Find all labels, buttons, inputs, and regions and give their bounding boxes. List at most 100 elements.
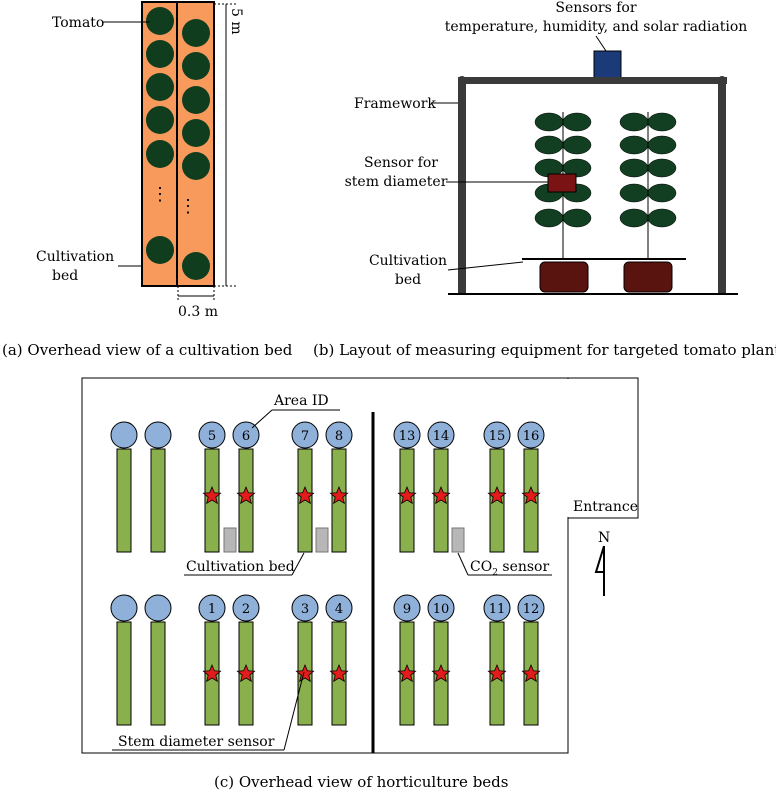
pot-left	[539, 261, 589, 293]
area-id-number: 6	[242, 429, 250, 444]
leaf-icon	[647, 158, 677, 178]
cultivation-bed	[433, 448, 449, 553]
bed-leader-b	[447, 261, 524, 271]
env-sensor-leader	[595, 35, 607, 52]
cultivation-bed	[489, 448, 505, 553]
tomato-icon	[146, 73, 174, 101]
leaf-icon	[647, 208, 677, 228]
cultivation-bed	[150, 621, 166, 726]
bed-label-a-1: Cultivation	[36, 249, 114, 265]
stem-sensor-star-icon	[487, 485, 507, 505]
area-id-marker	[325, 421, 353, 449]
bed-label-a-2: bed	[52, 268, 78, 284]
stem-sensor-star-icon	[236, 663, 256, 683]
ellipsis-left: ⋮	[151, 184, 169, 205]
area-id-marker	[198, 594, 226, 622]
leaf-icon	[534, 208, 564, 228]
tomato-group	[146, 7, 210, 280]
tomato-icon	[182, 152, 210, 180]
leaf-icon	[619, 112, 649, 132]
area-id-number: 9	[403, 602, 411, 617]
stem-sensor-star-icon	[236, 485, 256, 505]
env-sensors-label-2: temperature, humidity, and solar radiati…	[445, 19, 748, 35]
framework-top-beam	[458, 77, 727, 84]
framework-left-post	[458, 77, 466, 294]
cultivation-bed-leader	[291, 552, 305, 576]
area-id-marker	[110, 421, 138, 449]
area-id-marker	[427, 421, 455, 449]
leaf-icon	[562, 112, 592, 132]
cultivation-bed	[399, 448, 415, 553]
co2-sensor-3	[451, 527, 465, 553]
area-id-marker	[483, 594, 511, 622]
area-id-number: 4	[335, 602, 343, 617]
tomato-icon	[146, 7, 174, 35]
framework-right-post	[718, 77, 726, 294]
bed-label-b-2: bed	[395, 272, 421, 288]
area-id-number: 2	[242, 602, 250, 617]
leaf-icon	[647, 112, 677, 132]
stem-sensor-label-2: stem diameter	[345, 174, 448, 190]
area-id-marker	[393, 421, 421, 449]
stem-sensor-star-icon	[202, 663, 222, 683]
area-id-number: 14	[433, 429, 450, 444]
tomato-icon	[182, 119, 210, 147]
stem-sensor-star-icon	[295, 485, 315, 505]
area-id-number: 1	[208, 602, 216, 617]
leaf-icon	[562, 208, 592, 228]
leaf-icon	[562, 158, 592, 178]
area-id-marker	[517, 421, 545, 449]
bed-label-b-1: Cultivation	[369, 253, 447, 269]
tomato-label: Tomato	[52, 15, 104, 31]
entrance-label: Entrance	[573, 499, 638, 515]
tomato-icon	[182, 86, 210, 114]
stem-sensor-star-icon	[431, 485, 451, 505]
area-id-number: 7	[301, 429, 309, 444]
stem-sensor-star-icon	[521, 663, 541, 683]
pot-right	[623, 261, 673, 293]
length-label: 5 m	[228, 8, 244, 35]
co2-sensor-1	[223, 527, 237, 553]
cultivation-bed	[150, 448, 166, 553]
stem-diameter-sensor-box	[547, 173, 577, 193]
stem-sensor-star-icon	[202, 485, 222, 505]
framework-joint-left	[458, 76, 466, 84]
ellipsis-right: ⋮	[179, 196, 197, 217]
area-id-marker	[393, 594, 421, 622]
co2-sensor-leader	[457, 552, 469, 576]
area-id-marker	[144, 421, 172, 449]
panel-a-overhead-bed: ⋮ ⋮ Tomato Cultivation bed 5 m 0.3 m (a)…	[2, 1, 293, 359]
area-id-number: 8	[335, 429, 343, 444]
stem-sensor-star-icon	[329, 485, 349, 505]
env-sensors-label-1: Sensors for	[555, 0, 636, 16]
area-id-number: 3	[301, 602, 309, 617]
area-id-marker	[291, 594, 319, 622]
env-sensor-box	[593, 50, 622, 79]
tomato-icon	[146, 140, 174, 168]
stem-sensor-star-icon	[397, 485, 417, 505]
cultivation-bed	[116, 621, 132, 726]
stem-sensor-star-icon	[431, 663, 451, 683]
tomato-icon	[146, 40, 174, 68]
north-arrow: N	[594, 530, 610, 596]
stem-sensor-star-icon	[397, 663, 417, 683]
north-label: N	[598, 530, 610, 546]
leaf-icon	[534, 112, 564, 132]
entrance-box	[567, 377, 639, 519]
tomato-icon	[146, 236, 174, 264]
tomato-icon	[182, 252, 210, 280]
cultivation-bed	[116, 448, 132, 553]
area-id-number: 5	[208, 429, 216, 444]
stem-sensor-label-1: Sensor for	[364, 155, 438, 171]
area-id-marker	[144, 594, 172, 622]
area-id-number: 16	[523, 429, 540, 444]
stem-sensor-star-icon	[295, 663, 315, 683]
leaf-icon	[619, 158, 649, 178]
cultivation-bed	[238, 448, 254, 553]
tomato-icon	[146, 106, 174, 134]
framework-label: Framework	[354, 96, 436, 112]
cultivation-bed	[523, 448, 539, 553]
greenhouse-outline	[81, 377, 569, 754]
